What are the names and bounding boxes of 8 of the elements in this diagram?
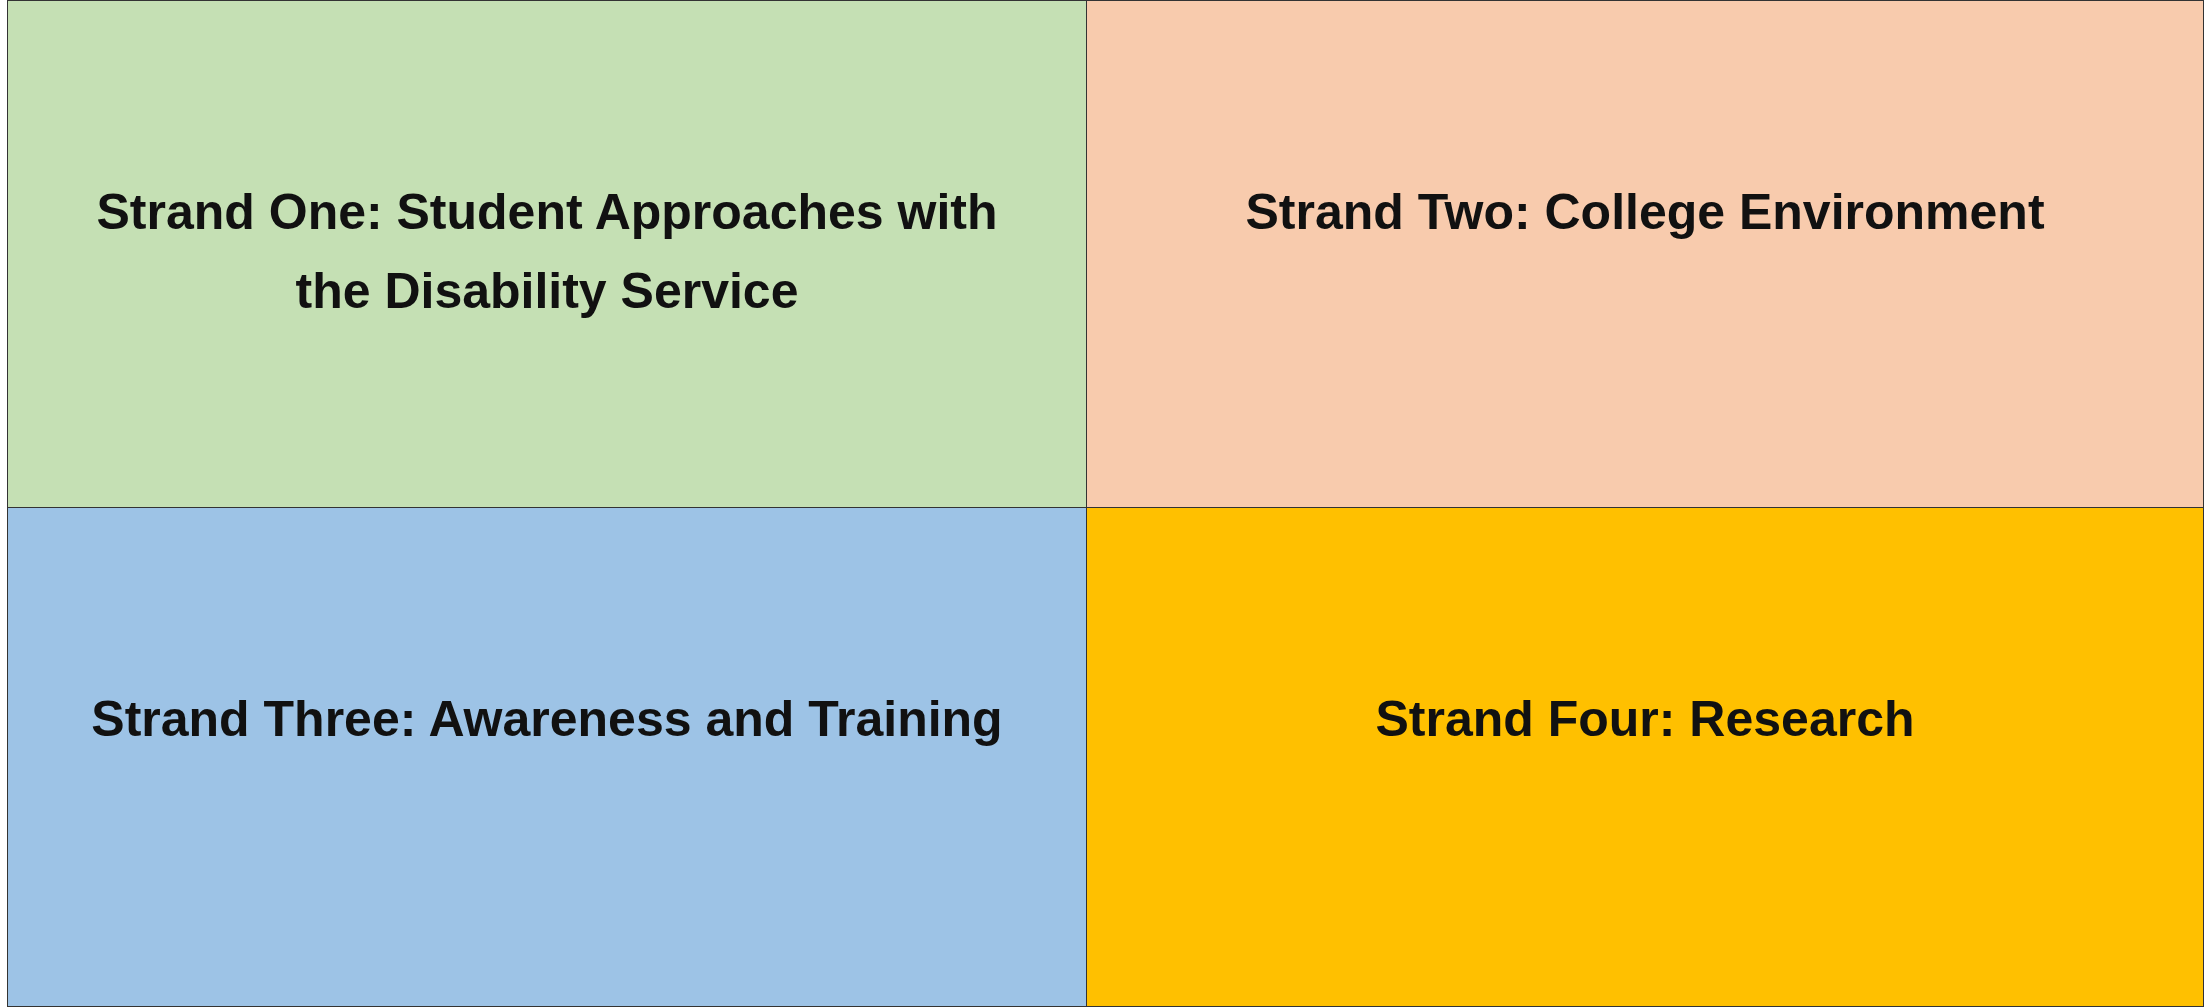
- strand-title: Strand Four: Research: [1375, 690, 1915, 749]
- strand-title: Strand Two: College Environment: [1245, 183, 2045, 242]
- strand-box: [7, 0, 1087, 508]
- strand-box: [7, 507, 1087, 1007]
- strand-title: Strand One: Student Approaches with the Disability Service: [95, 183, 999, 321]
- strand-box: [1086, 0, 2204, 508]
- strand-box: [1086, 507, 2204, 1007]
- strand-title: Strand Three: Awareness and Training: [91, 690, 1003, 749]
